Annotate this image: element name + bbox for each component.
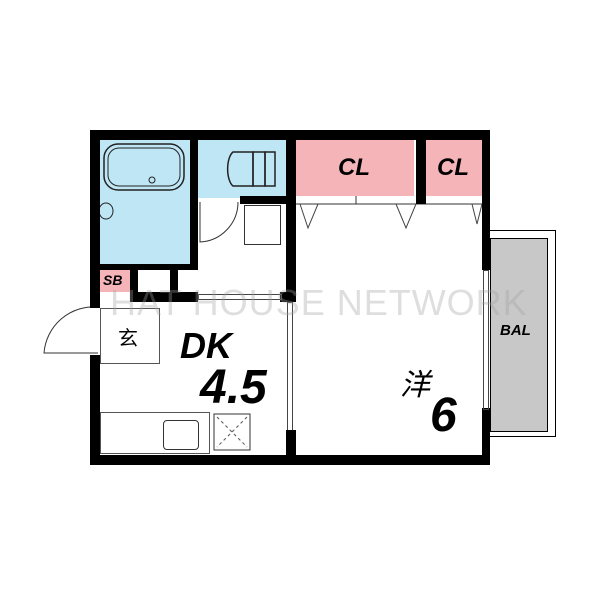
watermark: HAT HOUSE NETWORK xyxy=(110,282,528,323)
wall-bath-right xyxy=(190,138,198,268)
sliding-door-hall xyxy=(198,294,282,300)
entrance-door-icon xyxy=(43,306,99,354)
wall-hall-bottom xyxy=(130,292,198,302)
western-room-size: 6 xyxy=(430,389,457,442)
entrance xyxy=(100,308,160,364)
balcony-label: BAL xyxy=(500,322,531,339)
wall-sb-right xyxy=(130,264,138,302)
closet-2-label: CL xyxy=(437,154,469,181)
wall-closet-divider xyxy=(416,138,426,204)
closet-doors-icon xyxy=(296,196,483,230)
wall-toilet-bottom xyxy=(240,196,290,204)
wall-left-upper xyxy=(90,130,100,308)
balcony xyxy=(490,238,548,432)
wall-bath-bottom xyxy=(98,264,198,270)
door-swing-icon xyxy=(199,201,239,243)
toilet-icon xyxy=(226,151,276,187)
wall-middle-upper xyxy=(286,130,296,300)
bathroom xyxy=(98,138,190,266)
toilet-room xyxy=(198,138,288,198)
washbasin-icon xyxy=(98,202,114,220)
shoe-box-label: SB xyxy=(103,272,123,288)
wall-left-lower xyxy=(90,355,100,465)
sink-icon xyxy=(163,420,199,450)
closet-1 xyxy=(296,140,414,196)
refrigerator-space-icon xyxy=(213,413,251,451)
wall-right-lower xyxy=(482,408,490,465)
wall-bottom xyxy=(90,455,490,465)
washing-machine-space xyxy=(244,205,281,245)
kitchen-counter xyxy=(100,412,210,454)
bathtub-icon xyxy=(103,143,185,191)
dk-label: DK xyxy=(180,325,232,366)
entrance-label: 玄 xyxy=(118,326,138,350)
shoe-box xyxy=(100,270,130,292)
wall-post xyxy=(170,264,178,302)
western-room-label: 洋 xyxy=(400,368,430,403)
wall-right-upper xyxy=(482,130,490,270)
closet-1-label: CL xyxy=(338,154,370,181)
closet-2 xyxy=(426,140,482,196)
wall-middle-lower xyxy=(286,430,296,460)
wall-hall-right xyxy=(280,292,296,302)
dk-size: 4.5 xyxy=(200,361,267,414)
window-balcony xyxy=(483,270,489,410)
